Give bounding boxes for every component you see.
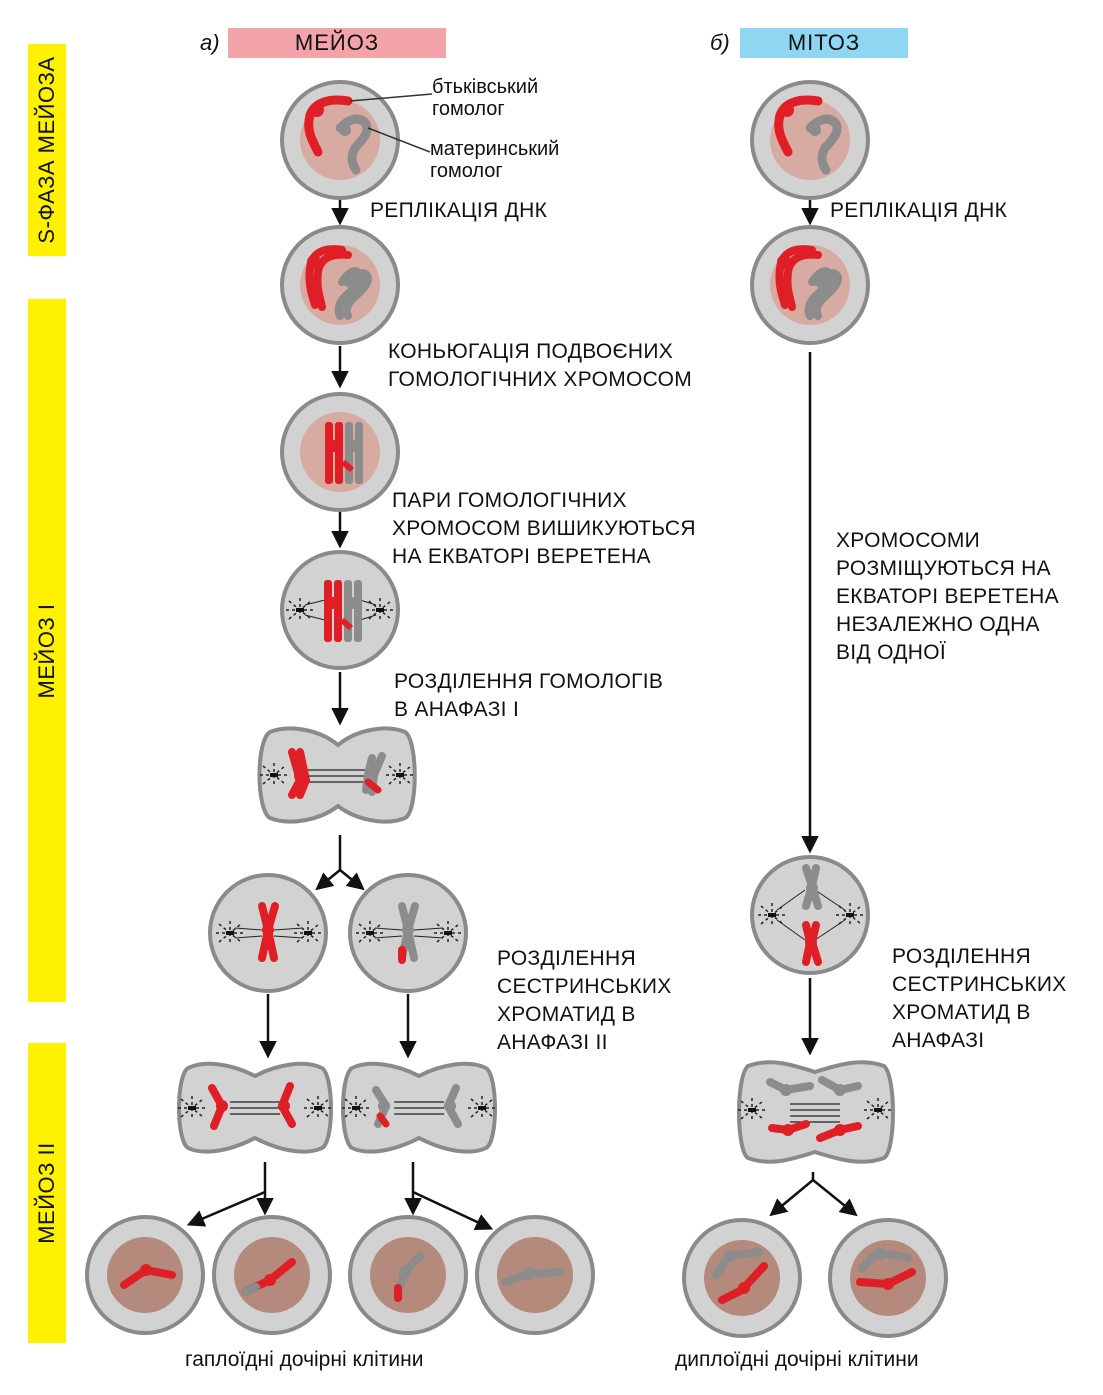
step-conjugation: КОНЬЮГАЦІЯ ПОДВОЄНИХ ГОМОЛОГІЧНИХ ХРОМОС… xyxy=(388,340,693,391)
meiosis-header: МЕЙОЗ xyxy=(228,28,446,58)
meiosis-cell-anaphase-2-gray xyxy=(341,1061,497,1154)
sidebar-s-phase: S-ФАЗА МЕЙОЗА xyxy=(28,44,66,256)
diploid-cell-2 xyxy=(828,1218,948,1338)
step-replication-mitosis: РЕПЛІКАЦІЯ ДНК xyxy=(830,199,1008,222)
step-mitosis-align: ХРОМОСОМИ РОЗМІЩУЮТЬСЯ НА ЕКВАТОРІ ВЕРЕТ… xyxy=(836,529,1059,664)
paternal-homolog-label: бтьківський гомолог xyxy=(432,76,539,120)
meiosis-cell-initial xyxy=(280,80,433,200)
diploid-cell-1 xyxy=(682,1218,802,1338)
step-sister-anaphase-2: РОЗДІЛЕННЯ СЕСТРИНСЬКИХ ХРОМАТИД В АНАФА… xyxy=(497,947,672,1054)
haploid-cell-2 xyxy=(212,1215,332,1335)
mitosis-letter: б) xyxy=(710,30,730,55)
step-replication-meiosis: РЕПЛІКАЦІЯ ДНК xyxy=(370,199,548,222)
step-pairs-align: ПАРИ ГОМОЛОГІЧНИХ ХРОМОСОМ ВИШИКУЮТЬСЯ Н… xyxy=(392,489,696,568)
sidebar-meiosis-2: МЕЙОЗ II xyxy=(28,1043,66,1343)
step-separation-anaphase-1: РОЗДІЛЕННЯ ГОМОЛОГІВ В АНАФАЗІ І xyxy=(394,670,664,721)
maternal-homolog-label: материнський гомолог xyxy=(430,138,560,182)
meiosis-cell-anaphase-2-red xyxy=(177,1061,333,1154)
mitosis-header: МІТОЗ xyxy=(740,28,908,58)
caption-diploid: диплоїдні дочірні клітини xyxy=(675,1348,919,1371)
mitosis-cell-initial xyxy=(750,80,870,200)
mitosis-cell-replicated xyxy=(750,225,870,345)
meiosis-cell-replicated xyxy=(280,225,400,345)
sidebar-meiosis-1: МЕЙОЗ I xyxy=(28,299,66,1002)
meiosis-cell-synapsis xyxy=(280,392,400,512)
haploid-cell-1 xyxy=(85,1215,205,1335)
mitosis-cell-metaphase xyxy=(750,855,870,975)
caption-haploid: гаплоїдні дочірні клітини xyxy=(185,1348,424,1371)
meiosis-cell-metaphase-2-gray xyxy=(348,873,468,993)
meiosis-cell-metaphase-2-red xyxy=(208,873,328,993)
mitosis-cell-anaphase xyxy=(737,1060,895,1164)
meiosis-letter: а) xyxy=(200,30,220,55)
step-sister-anaphase: РОЗДІЛЕННЯ СЕСТРИНСЬКИХ ХРОМАТИД В АНАФА… xyxy=(892,945,1067,1052)
meiosis-cell-metaphase-1 xyxy=(280,550,400,670)
haploid-cell-3 xyxy=(348,1215,468,1335)
meiosis-cell-anaphase-1 xyxy=(257,726,417,824)
haploid-cell-4 xyxy=(475,1215,595,1335)
